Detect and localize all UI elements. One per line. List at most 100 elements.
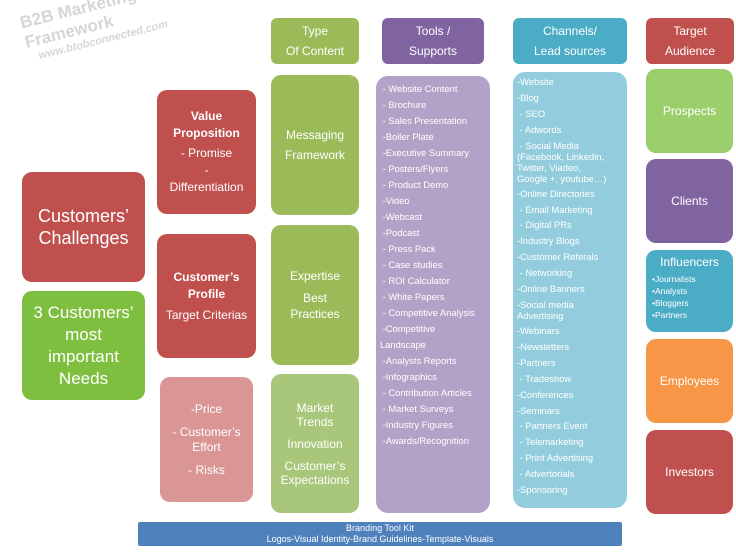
influencers-box: Influencers •Journalists •Analysts •Blog…	[646, 250, 733, 332]
tools-item: -Competitive Landscape	[380, 323, 436, 350]
tools-item: - Posters/Flyers	[380, 163, 449, 174]
tools-item: - Brochure	[380, 99, 427, 110]
tools-item: - Market Surveys	[380, 403, 454, 414]
messaging-framework-box: Messaging Framework	[271, 75, 359, 215]
channels-item: - Advertorials	[517, 468, 575, 480]
clients-box: Clients	[646, 159, 733, 243]
channels-item: -Webinars	[517, 324, 560, 336]
tools-item: -Infographics	[380, 371, 437, 382]
type-of-content-line1: Type	[301, 24, 328, 38]
channels-item: - Email Marketing	[517, 203, 593, 215]
clients-label: Clients	[671, 194, 708, 208]
tools-item: -Webcast	[380, 211, 423, 222]
channels-item: -Online Banners	[517, 283, 585, 295]
channels-item: -Website	[517, 76, 554, 87]
channels-item: -Customer Referals	[517, 251, 599, 263]
channels-item: - Print Advertising	[517, 452, 594, 464]
tools-item: - Website Content	[380, 83, 458, 94]
channels-line2: Lead sources	[533, 44, 607, 58]
channels-item: -Sponsoring	[517, 484, 568, 496]
tools-item: -Boiler Plate	[380, 131, 434, 142]
value-proposition-title: Value Proposition	[173, 109, 240, 140]
market-trends-label: Market Trends	[296, 400, 334, 429]
channels-item: -Industry Blogs	[517, 235, 580, 247]
channels-header: Channels/ Lead sources	[513, 18, 627, 64]
tools-item: - Product Demo	[380, 179, 449, 190]
channels-list: -Website -Blog - SEO - Adwords - Social M…	[513, 72, 627, 508]
expertise-box: Expertise Best Practices	[271, 225, 359, 365]
innovation-label: Innovation	[287, 436, 343, 451]
tools-supports-line2: Supports	[408, 44, 458, 58]
influencer-partners: •Partners	[652, 310, 688, 320]
channels-item: - Social Media (Facebook, Linkedin, Twit…	[517, 139, 607, 184]
customers-needs-label: 3 Customers’ most important Needs	[33, 302, 134, 388]
tools-item: -Video	[380, 195, 410, 206]
channels-line1: Channels/	[542, 24, 598, 38]
expertise-label: Expertise	[289, 269, 341, 283]
tools-item: - White Papers	[380, 291, 445, 302]
target-audience-header: Target Audience	[646, 18, 734, 64]
employees-box: Employees	[646, 339, 733, 423]
tools-item: - Press Pack	[380, 243, 436, 254]
customer-profile-subtitle: Target Criterias	[165, 307, 248, 322]
influencers-title: Influencers	[660, 255, 719, 269]
tools-item: -Podcast	[380, 227, 420, 238]
tools-item: - Case studies	[380, 259, 443, 270]
channels-item: -Newsletters	[517, 340, 570, 352]
tools-item: - Sales Presentation	[380, 115, 468, 126]
value-proposition-promise: - Promise	[180, 146, 233, 160]
channels-item: - SEO	[517, 107, 546, 119]
tools-supports-line1: Tools /	[415, 24, 451, 38]
tools-item: -Analysts Reports	[380, 355, 457, 366]
channels-item: -Seminars	[517, 404, 560, 416]
customer-effort-label: - Customer’s Effort	[172, 424, 241, 454]
risks-label: - Risks	[188, 462, 225, 477]
customers-challenges-box: Customers’ Challenges	[22, 172, 145, 282]
channels-item: -Online Directories	[517, 187, 595, 199]
value-proposition-differentiation: Differentiation	[169, 180, 244, 194]
price-label: -Price	[190, 401, 223, 416]
influencer-analysts: •Analysts	[652, 286, 688, 296]
customer-profile-box: Customer’s Profile Target Criterias	[157, 234, 256, 358]
tools-supports-header: Tools / Supports	[382, 18, 484, 64]
channels-item: -Partners	[517, 356, 556, 368]
channels-item: - Telemarketing	[517, 436, 584, 448]
tools-item: -Industry Figures	[380, 419, 453, 430]
market-trends-box: Market Trends Innovation Customer’s Expe…	[271, 374, 359, 513]
tools-item: - Contribution Articles	[380, 387, 472, 398]
influencer-journalists: •Journalists	[652, 274, 696, 284]
best-practices-label: Best Practices	[290, 291, 340, 321]
value-proposition-box: Value Proposition - Promise - Differenti…	[157, 90, 256, 214]
channels-item: - Digital PRs	[517, 219, 572, 231]
channels-item: -Social media Advertising	[517, 298, 574, 321]
employees-label: Employees	[659, 374, 720, 388]
channels-item: - Networking	[517, 267, 573, 279]
channels-item: - Tradeshow	[517, 372, 572, 384]
prospects-box: Prospects	[646, 69, 733, 153]
channels-item: - Adwords	[517, 123, 562, 135]
channels-item: -Conferences	[517, 388, 574, 400]
branding-tool-kit-bar: Branding Tool Kit Logos-Visual Identity-…	[138, 522, 622, 546]
target-audience-line2: Audience	[664, 44, 716, 58]
customer-profile-title: Customer’s Profile	[173, 269, 240, 301]
watermark: B2B Marketing Framework www.btobconnecte…	[18, 0, 169, 64]
investors-label: Investors	[665, 465, 714, 479]
customers-needs-box: 3 Customers’ most important Needs	[22, 291, 145, 400]
type-of-content-line2: Of Content	[285, 44, 345, 58]
channels-item: -Blog	[517, 91, 539, 103]
target-audience-line1: Target	[673, 24, 707, 38]
investors-box: Investors	[646, 430, 733, 514]
tools-item: -Executive Summary	[380, 147, 470, 158]
type-of-content-header: Type Of Content	[271, 18, 359, 64]
value-proposition-dash: -	[204, 163, 209, 177]
tools-list: - Website Content - Brochure - Sales Pre…	[376, 76, 490, 513]
tools-item: - ROI Calculator	[380, 275, 450, 286]
branding-title: Branding Tool Kit	[346, 523, 414, 533]
tools-item: -Awards/Recognition	[380, 435, 469, 446]
prospects-label: Prospects	[662, 104, 717, 118]
channels-item: - Partners Event	[517, 420, 588, 432]
messaging-framework-label: Messaging Framework	[284, 128, 345, 162]
customers-challenges-label: Customers’ Challenges	[37, 206, 130, 248]
branding-subtitle: Logos-Visual Identity-Brand Guidelines-T…	[266, 534, 494, 544]
price-effort-risks-box: -Price - Customer’s Effort - Risks	[160, 377, 253, 502]
